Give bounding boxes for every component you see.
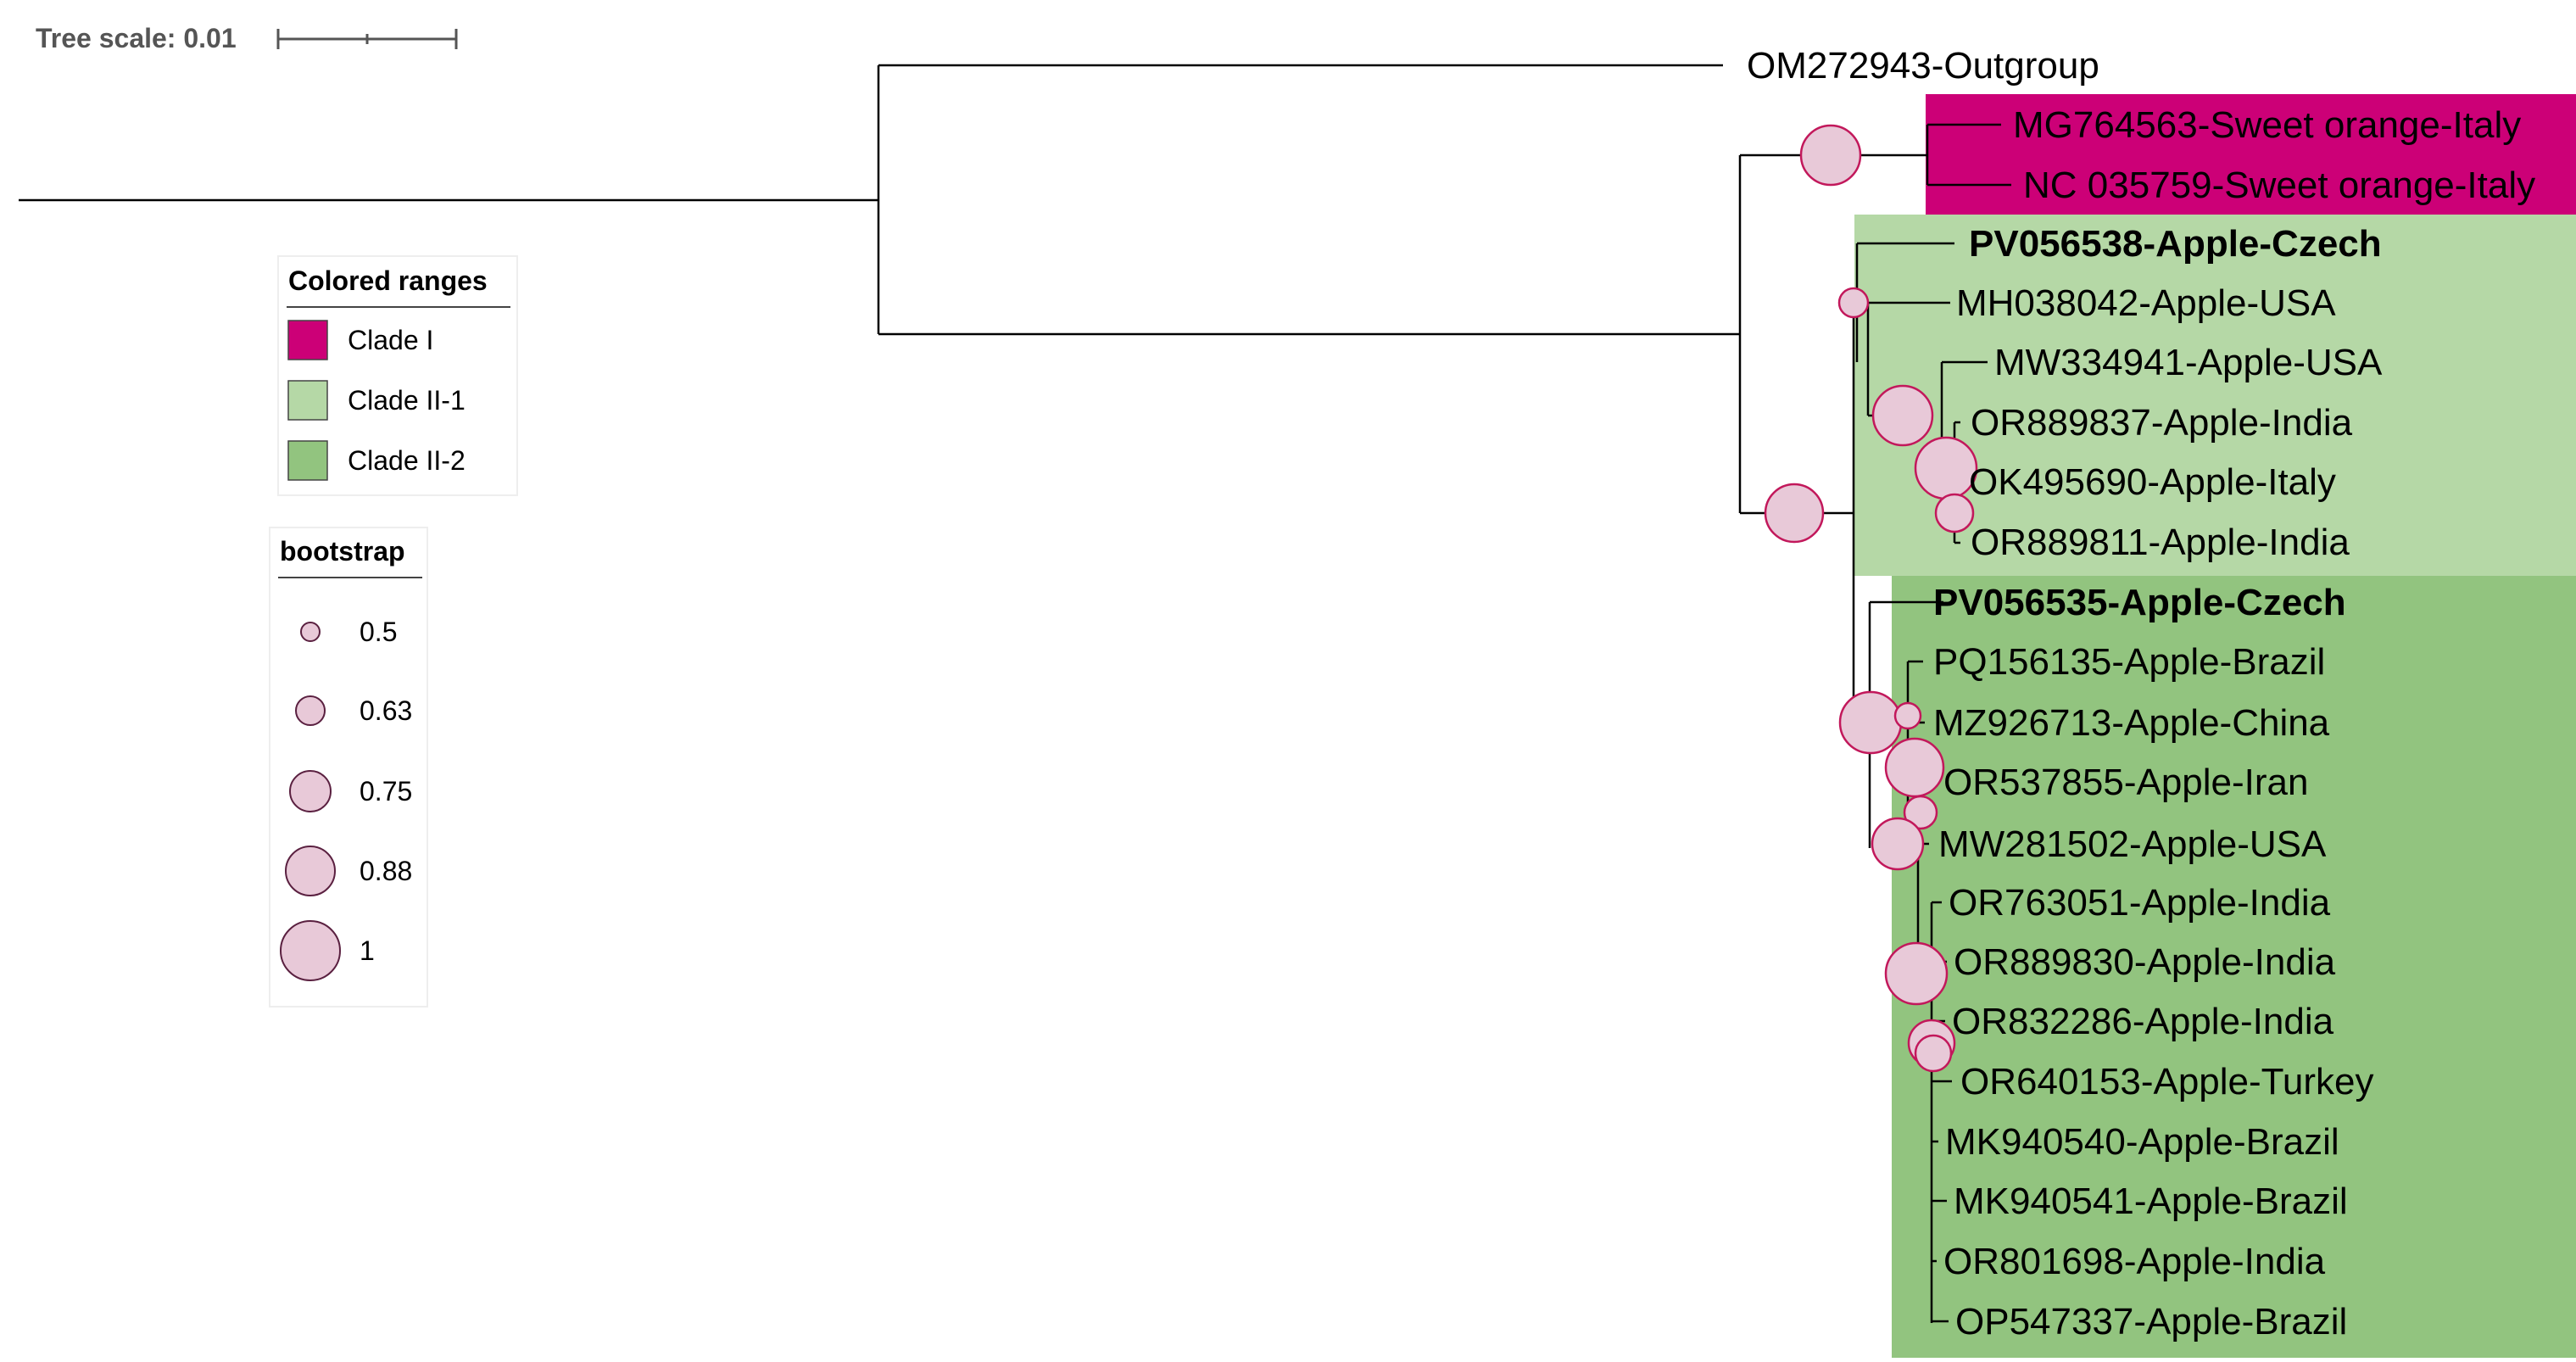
leaf-label: OR640153-Apple-Turkey	[1960, 1061, 2374, 1102]
legend-title: bootstrap	[280, 536, 405, 567]
bootstrap-node-ii-2-a	[1838, 690, 1903, 755]
leaf-label: OR889811-Apple-India	[1971, 522, 2350, 563]
leaf-label: MZ926713-Apple-China	[1933, 702, 2330, 744]
tree-scale-label: Tree scale: 0.01	[36, 23, 237, 53]
leaf-labels: OM272943-Outgroup MG764563-Sweet orange-…	[1747, 45, 2535, 1342]
legend-bootstrap-circle	[295, 695, 326, 726]
leaf-label: OR537855-Apple-Iran	[1943, 762, 2308, 803]
legend-item-label: 0.75	[360, 776, 412, 807]
leaf-label: OR801698-Apple-India	[1943, 1241, 2326, 1282]
legend-bootstrap: bootstrap 0.5 0.63 0.75 0.88 1	[269, 527, 428, 1008]
tree-scale: Tree scale: 0.01	[36, 23, 458, 53]
legend-item-label: 0.63	[360, 695, 412, 726]
leaf-label: OP547337-Apple-Brazil	[1955, 1301, 2347, 1342]
legend-bootstrap-circle	[280, 920, 341, 981]
leaf-label: MW334941-Apple-USA	[1994, 342, 2383, 383]
bootstrap-node-ii-2-c	[1884, 737, 1945, 798]
legend-item-label: 1	[360, 935, 375, 966]
leaf-label: NC 035759-Sweet orange-Italy	[2023, 165, 2535, 206]
clade-range-clade-ii-2	[1892, 576, 2576, 1358]
legend-swatch-clade-ii-2	[287, 440, 328, 481]
leaf-label: OR889837-Apple-India	[1971, 402, 2353, 444]
bootstrap-node-clade-ii	[1764, 483, 1825, 544]
clade-range-clade-ii-1	[1854, 215, 2576, 576]
legend-swatch-clade-ii-1	[287, 380, 328, 421]
legend-bootstrap-circle	[285, 846, 336, 896]
legend-item-label: 0.88	[360, 856, 412, 886]
legend-colored-ranges: Colored ranges Clade I Clade II-1 Clade …	[277, 255, 518, 496]
bootstrap-node-ii-2-h	[1914, 1034, 1953, 1073]
bootstrap-node-ii-1-b	[1914, 436, 1978, 500]
legend-swatch-clade-i	[287, 320, 328, 360]
legend-item-label: Clade I	[348, 325, 433, 355]
bootstrap-circles	[1764, 124, 1978, 1073]
leaf-label: PV056538-Apple-Czech	[1969, 223, 2382, 265]
leaf-label: MG764563-Sweet orange-Italy	[2013, 104, 2521, 146]
bootstrap-node-ii-2-e	[1871, 817, 1925, 871]
bootstrap-node-ii-1-base	[1837, 287, 1870, 319]
bootstrap-node-ii-1-c	[1934, 493, 1975, 533]
legend-bootstrap-circle	[300, 622, 321, 642]
bootstrap-node-ii-2-b	[1893, 701, 1922, 730]
leaf-label: OM272943-Outgroup	[1747, 45, 2099, 87]
leaf-label: PV056535-Apple-Czech	[1933, 582, 2346, 623]
legend-item-label: 0.5	[360, 617, 397, 647]
bootstrap-node-clade-i	[1799, 124, 1862, 187]
leaf-label: OR763051-Apple-India	[1949, 882, 2331, 924]
leaf-label: MH038042-Apple-USA	[1956, 282, 2336, 324]
colored-ranges	[1854, 94, 2576, 1358]
legend-title: Colored ranges	[288, 265, 488, 296]
leaf-label: MK940540-Apple-Brazil	[1945, 1121, 2339, 1163]
bootstrap-node-ii-2-d	[1903, 795, 1938, 830]
leaf-label: PQ156135-Apple-Brazil	[1933, 641, 2325, 683]
leaf-label: OK495690-Apple-Italy	[1969, 461, 2336, 503]
legend-item-label: Clade II-1	[348, 385, 466, 416]
bootstrap-node-ii-2-f	[1884, 941, 1949, 1006]
clade-range-clade-i	[1926, 94, 2576, 215]
bootstrap-node-ii-1-a	[1871, 384, 1934, 447]
legend-item-label: Clade II-2	[348, 445, 466, 476]
leaf-label: OR832286-Apple-India	[1952, 1001, 2334, 1042]
leaf-label: MW281502-Apple-USA	[1938, 823, 2327, 865]
leaf-label: MK940541-Apple-Brazil	[1954, 1181, 2348, 1222]
legend-bootstrap-circle	[289, 770, 332, 812]
leaf-label: OR889830-Apple-India	[1954, 941, 2336, 983]
